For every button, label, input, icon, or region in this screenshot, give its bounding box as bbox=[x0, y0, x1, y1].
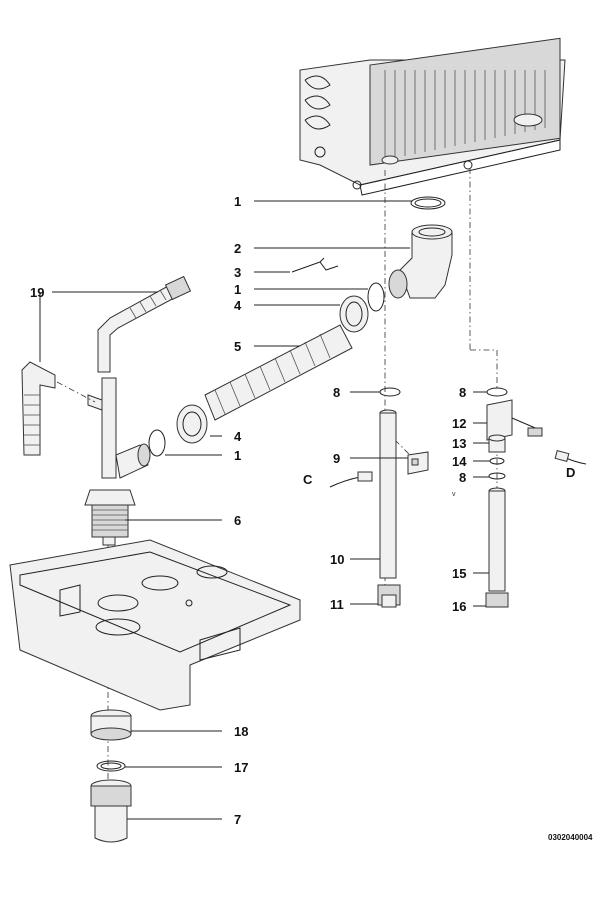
elbow-fitting-2 bbox=[388, 224, 453, 299]
union-nut-4-upper bbox=[339, 295, 369, 333]
leader-lines bbox=[39, 200, 490, 820]
callout-8: 8 bbox=[459, 470, 466, 485]
callout-3: 3 bbox=[234, 265, 241, 280]
seal-ring-8-right-upper bbox=[486, 387, 508, 397]
upper-seal-1 bbox=[410, 196, 446, 210]
callout-16: 16 bbox=[452, 599, 466, 614]
callout-15: 15 bbox=[452, 566, 466, 581]
callout-6: 6 bbox=[234, 513, 241, 528]
callout-19: 19 bbox=[30, 285, 44, 300]
float-switch-12 bbox=[486, 399, 543, 441]
retaining-clip-3 bbox=[291, 257, 339, 273]
nut-18 bbox=[90, 709, 132, 741]
tube-10 bbox=[379, 409, 397, 579]
callout-1: 1 bbox=[234, 448, 241, 463]
callout-C: C bbox=[303, 472, 313, 487]
siphon-cup-7 bbox=[90, 779, 132, 843]
vent-pipe-19 bbox=[21, 361, 96, 456]
callout-14: 14 bbox=[452, 454, 467, 469]
callout-10: 10 bbox=[330, 552, 344, 567]
seal-17 bbox=[96, 760, 126, 772]
callout-labels: 1 2 3 1 4 5 19 4 1 6 8 9 C 10 11 8 12 13… bbox=[30, 194, 575, 827]
tube-15 bbox=[488, 487, 506, 592]
drip-tray bbox=[9, 539, 301, 711]
small-v-mark: v bbox=[452, 491, 456, 498]
vent-pipe-upper bbox=[97, 275, 192, 373]
seal-ring-8-center bbox=[379, 387, 401, 397]
seal-ring-1-upper bbox=[367, 282, 385, 312]
hex-nut-16 bbox=[485, 592, 509, 608]
callout-D: D bbox=[566, 465, 575, 480]
callout-1: 1 bbox=[234, 194, 241, 209]
callout-2: 2 bbox=[234, 241, 241, 256]
corrugated-hose-5 bbox=[204, 324, 353, 421]
document-number: 0302040004 bbox=[548, 833, 593, 842]
sensor-clip-9 bbox=[407, 451, 429, 475]
callout-11: 11 bbox=[330, 597, 344, 612]
seal-ring-1-lower bbox=[148, 429, 166, 457]
callout-13: 13 bbox=[452, 436, 466, 451]
callout-4: 4 bbox=[234, 429, 242, 444]
callout-5: 5 bbox=[234, 339, 241, 354]
hex-fitting-11 bbox=[377, 584, 401, 608]
seal-ring-8-right-lower bbox=[488, 472, 506, 480]
callout-7: 7 bbox=[234, 812, 241, 827]
callout-18: 18 bbox=[234, 724, 248, 739]
callout-4: 4 bbox=[234, 298, 242, 313]
radiator-unit bbox=[299, 37, 566, 196]
cable-connector-D bbox=[554, 449, 587, 465]
callout-1: 1 bbox=[234, 282, 241, 297]
cable-connector-C bbox=[329, 471, 373, 488]
callout-8: 8 bbox=[459, 385, 466, 400]
drain-body-6 bbox=[84, 377, 151, 546]
callout-8: 8 bbox=[333, 385, 340, 400]
float-13 bbox=[488, 434, 506, 453]
callout-9: 9 bbox=[333, 451, 340, 466]
union-nut-4-lower bbox=[176, 404, 208, 444]
callout-12: 12 bbox=[452, 416, 466, 431]
callout-17: 17 bbox=[234, 760, 248, 775]
